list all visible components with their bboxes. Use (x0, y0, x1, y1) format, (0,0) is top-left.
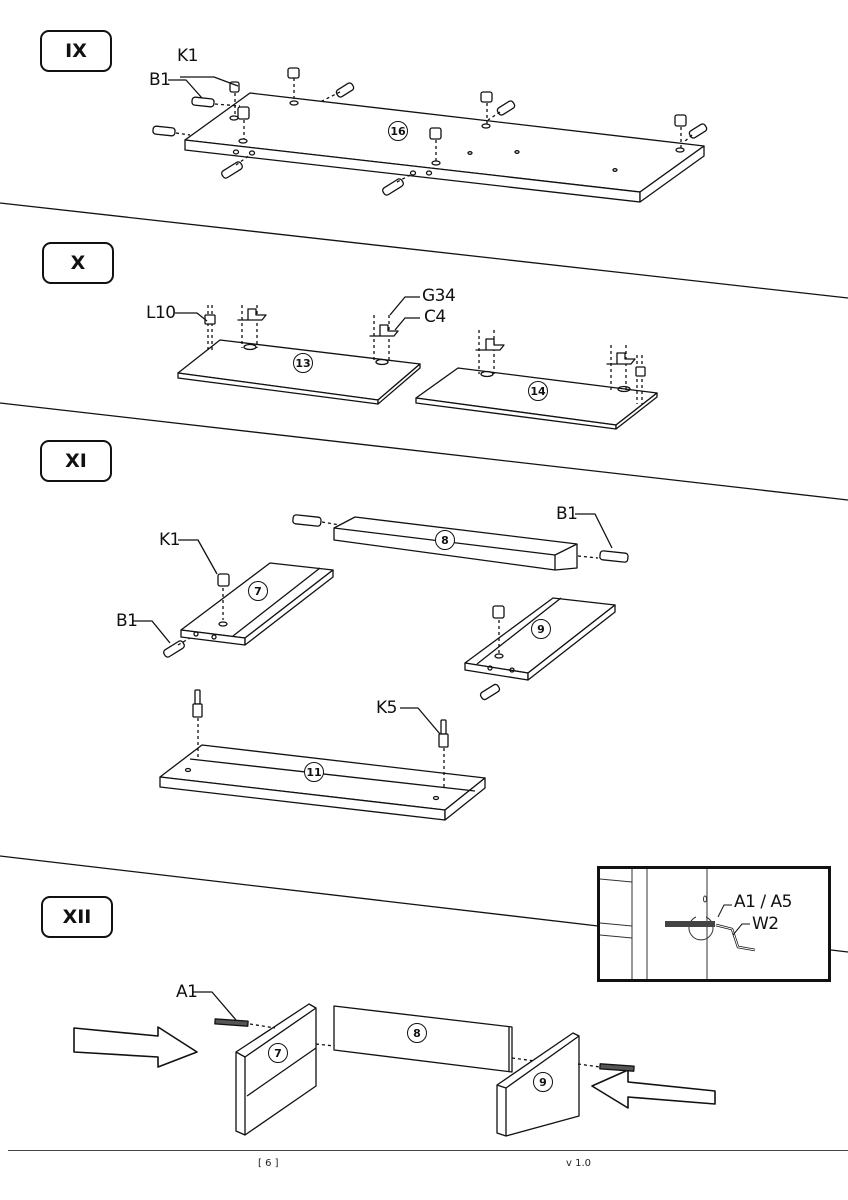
leader-line (400, 707, 441, 735)
inset-illustration (600, 869, 756, 979)
hardware-label-c4: C4 (424, 307, 446, 327)
inset-label-a1-a5: A1 / A5 (734, 892, 792, 912)
part-number-9: 9 (533, 1072, 553, 1092)
panel-7 (180, 562, 334, 646)
leader-line (575, 513, 613, 549)
leader-line (178, 539, 218, 575)
screw-a1 (214, 1018, 635, 1072)
hardware-label-l10: L10 (146, 303, 176, 323)
detail-inset: A1 / A5 W2 (597, 866, 831, 982)
step-number-ix: IX (40, 30, 112, 72)
hinge-c4 (204, 308, 646, 377)
dowel-b1 (479, 683, 501, 701)
cam-lock-k1 (229, 67, 687, 140)
section-divider (0, 202, 848, 299)
page-number: [ 6 ] (258, 1158, 279, 1169)
hardware-label-b1: B1 (149, 70, 171, 90)
hardware-label-g34: G34 (422, 286, 456, 306)
leader-line (192, 991, 237, 1021)
leader-line (389, 296, 420, 316)
arrow-right (73, 1026, 198, 1068)
leader-line (175, 312, 208, 322)
hardware-label-b1: B1 (116, 611, 138, 631)
inset-label-w2: W2 (752, 914, 779, 934)
dowel-b1 (292, 514, 322, 527)
guide-lines (175, 78, 693, 183)
step-number-xi: XI (40, 440, 112, 482)
hardware-label-k5: K5 (376, 698, 397, 718)
part-number-7: 7 (268, 1043, 288, 1063)
step-number-xii: XII (41, 896, 113, 938)
hardware-label-a1: A1 (176, 982, 198, 1002)
part-number-7: 7 (248, 581, 268, 601)
panel-9 (464, 597, 616, 681)
step-number-x: X (42, 242, 114, 284)
footer-divider (8, 1150, 848, 1151)
leader-line (180, 76, 239, 87)
section-divider (0, 855, 599, 927)
part-number-11: 11 (304, 762, 324, 782)
screw-a1-icon (665, 921, 715, 927)
hardware-label-b1: B1 (556, 504, 578, 524)
hardware-label-k1: K1 (159, 530, 180, 550)
leader-line (133, 620, 171, 644)
bracket-l10 (204, 314, 216, 325)
part-number-13: 13 (293, 353, 313, 373)
panel-7-xii (235, 1003, 317, 1136)
part-number-16: 16 (388, 121, 408, 141)
panel-16 (184, 92, 705, 203)
connector-k5 (192, 689, 449, 748)
cam-lock-k1 (492, 605, 505, 619)
part-number-14: 14 (528, 381, 548, 401)
version-label: v 1.0 (566, 1158, 591, 1169)
panel-11 (159, 744, 486, 821)
dowel-b1 (163, 640, 185, 658)
dowel-b1 (599, 550, 629, 563)
hardware-label-k1: K1 (177, 46, 198, 66)
guide-lines (207, 305, 643, 404)
section-divider (0, 402, 848, 501)
section-divider (830, 949, 848, 953)
leader-line (394, 317, 420, 331)
part-number-8: 8 (435, 530, 455, 550)
leader-line (168, 79, 203, 99)
allen-key-w2-icon (715, 923, 756, 952)
arrow-left (591, 1069, 716, 1109)
panel-8 (333, 516, 578, 571)
part-number-9: 9 (531, 619, 551, 639)
part-number-8: 8 (407, 1023, 427, 1043)
cam-lock-k1 (217, 573, 230, 587)
